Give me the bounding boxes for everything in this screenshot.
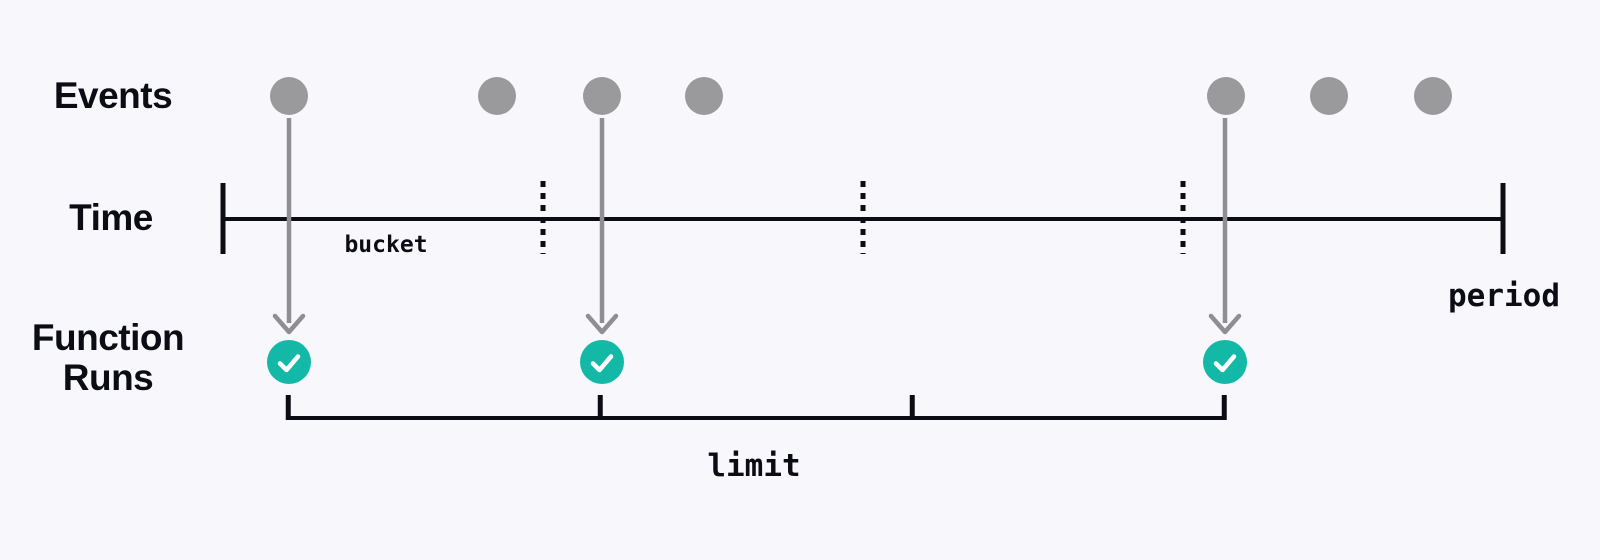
event-dot xyxy=(1310,77,1348,115)
bucket-divider xyxy=(540,181,546,254)
function-run-check xyxy=(1203,340,1247,384)
limit-bracket-tick xyxy=(1221,395,1227,420)
event-to-run-arrow xyxy=(1208,118,1242,335)
limit-bracket xyxy=(287,416,1225,420)
check-icon xyxy=(590,354,614,373)
event-dot xyxy=(685,77,723,115)
events-row-label: Events xyxy=(53,75,173,117)
event-to-run-arrow xyxy=(585,118,619,335)
bucket-divider xyxy=(1180,181,1186,254)
limit-bracket-tick xyxy=(597,395,603,420)
timeline-start-cap xyxy=(220,183,226,254)
limit-label: limit xyxy=(707,448,801,484)
check-icon xyxy=(1213,354,1237,373)
time-row-label: Time xyxy=(69,197,153,239)
limit-bracket-tick xyxy=(909,395,915,420)
bucket-label: bucket xyxy=(344,232,428,258)
event-dot xyxy=(583,77,621,115)
function-run-check xyxy=(267,340,311,384)
event-dot xyxy=(478,77,516,115)
function-runs-label-line1: Function xyxy=(31,317,185,359)
event-dot xyxy=(1414,77,1452,115)
limit-bracket-tick xyxy=(285,395,291,420)
timeline-end-cap xyxy=(1500,183,1506,254)
event-to-run-arrow xyxy=(272,118,306,335)
function-runs-label-line2: Runs xyxy=(62,357,154,398)
event-dot xyxy=(1207,77,1245,115)
bucket-divider xyxy=(860,181,866,254)
check-icon xyxy=(277,354,301,373)
event-dot xyxy=(270,77,308,115)
function-run-check xyxy=(580,340,624,384)
period-label: period xyxy=(1448,278,1560,314)
